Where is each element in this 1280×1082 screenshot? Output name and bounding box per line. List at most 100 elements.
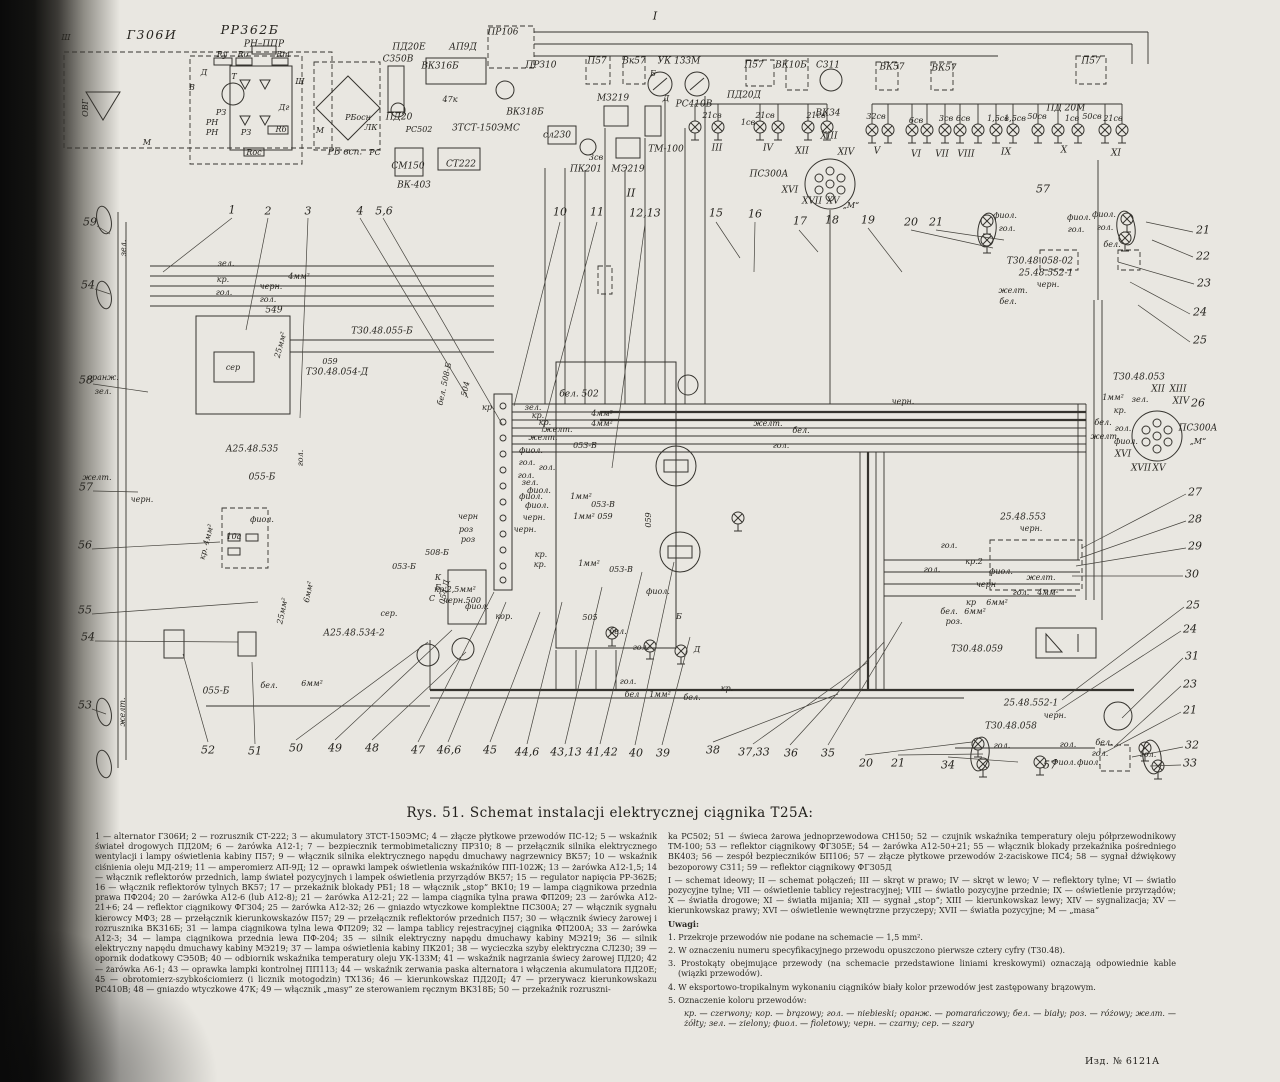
schematic-label: 1мм² bbox=[649, 690, 671, 699]
schematic-label: кр. bbox=[720, 684, 734, 693]
schematic-label: 12,13 bbox=[629, 206, 661, 220]
schematic-label: фиол. bbox=[1067, 213, 1091, 222]
schematic-label: IX bbox=[1001, 147, 1011, 158]
schematic-label: 28 bbox=[1188, 512, 1202, 526]
schematic-label: черн. bbox=[1036, 280, 1060, 289]
schematic-label: 53 bbox=[78, 698, 92, 712]
schematic-label: 41,42 bbox=[586, 745, 618, 759]
component-boxes bbox=[163, 45, 1097, 659]
schematic-label: оранж. bbox=[87, 373, 119, 382]
schematic-label: II bbox=[626, 186, 636, 200]
schematic-label: А25.48.535 bbox=[225, 444, 279, 455]
schematic-label: гол. bbox=[619, 677, 637, 686]
schematic-label: ТМ-100 bbox=[648, 144, 684, 155]
schematic-label: бел. bbox=[999, 297, 1017, 306]
schematic-label: XII bbox=[1151, 384, 1165, 395]
schematic-label: Дг bbox=[278, 103, 290, 112]
schematic-label: РН bbox=[205, 118, 219, 127]
schematic-label: РС bbox=[369, 148, 381, 157]
schematic-label: гол. bbox=[940, 541, 958, 550]
schematic-label: 053-В bbox=[609, 565, 633, 574]
schematic-label: 1св bbox=[1064, 114, 1080, 123]
schematic-label: черн bbox=[457, 512, 479, 521]
note-2: 2. W oznaczeniu numeru specyfikacyjnego … bbox=[668, 945, 1066, 956]
schematic-label: Вк57 bbox=[622, 56, 646, 67]
schematic-label: 3св bbox=[938, 114, 954, 123]
schematic-label: 38 bbox=[706, 743, 720, 757]
schematic-label: фиол. bbox=[1092, 210, 1116, 219]
schematic-label: желт. bbox=[543, 425, 573, 434]
schematic-label: Rб bbox=[275, 125, 287, 134]
schematic-label: XIII bbox=[820, 131, 838, 142]
schematic-label: 57 bbox=[1036, 182, 1050, 196]
schematic-label: 25.48.552-1 bbox=[1018, 268, 1074, 279]
leader-lines bbox=[91, 217, 1195, 767]
schematic-label: гол. bbox=[1096, 223, 1114, 232]
connector-strip-pins bbox=[499, 402, 507, 584]
schematic-label: гол. bbox=[259, 295, 277, 304]
note-3: 3. Prostokąty obejmujące przewody (na sc… bbox=[668, 958, 1176, 979]
schematic-label: 1мм² bbox=[570, 492, 592, 501]
schematic-label: 34 bbox=[941, 758, 955, 772]
schematic-label: М bbox=[315, 126, 325, 135]
schematic-label: 053-Б bbox=[392, 562, 416, 571]
schematic-label: 59 bbox=[83, 215, 97, 229]
legend-column-2: ka РС502; 51 — świeca żarowa jednoprzewo… bbox=[668, 831, 1176, 1031]
schematic-label: ПД20Е bbox=[392, 42, 426, 53]
schematic-label: ПК201 bbox=[570, 164, 602, 175]
schematic-label: ВК57 bbox=[879, 62, 905, 73]
schematic-label: ПС300А bbox=[749, 169, 789, 180]
schematic-label: В bbox=[189, 83, 195, 92]
schematic-label: черн. bbox=[1019, 524, 1043, 533]
schematic-label: РС410В bbox=[675, 99, 713, 110]
schematic-label: Rд bbox=[237, 50, 249, 59]
schematic-label: 47 bbox=[411, 743, 425, 757]
schematic-label: бел. bbox=[1095, 738, 1113, 747]
schematic-label: XI bbox=[1111, 148, 1121, 159]
schematic-label: зел. bbox=[94, 387, 112, 396]
legend-items-1-50: 1 — alternator Г306И; 2 — rozrusznik СТ-… bbox=[95, 831, 657, 995]
schematic-label: кр bbox=[966, 598, 976, 607]
schematic-label: гол. bbox=[517, 471, 535, 480]
schematic-label: МЭ219 bbox=[611, 164, 645, 175]
schematic-label: Rт bbox=[276, 50, 290, 59]
schematic-label: кр bbox=[482, 403, 492, 412]
schematic-label: фиол. bbox=[527, 486, 551, 495]
schematic-label: 1св bbox=[740, 118, 756, 127]
schematic-label: 21 bbox=[1183, 703, 1197, 717]
schematic-label: 49 bbox=[328, 741, 342, 755]
schematic-label: VIII bbox=[957, 149, 975, 160]
dashed-loom-boxes bbox=[63, 25, 1141, 772]
schematic-label: кр. bbox=[216, 275, 230, 284]
schematic-label: желт. bbox=[1090, 432, 1120, 441]
schematic-label: XII bbox=[795, 146, 809, 157]
legend-items-51-59: ka РС502; 51 — świeca żarowa jednoprzewo… bbox=[668, 831, 1176, 872]
schematic-label: черн. bbox=[130, 495, 154, 504]
schematic-label: 30 bbox=[1185, 567, 1199, 581]
schematic-label: 15 bbox=[709, 206, 723, 220]
schematic-label: 22 bbox=[1196, 249, 1210, 263]
schematic-label: фиол. bbox=[1077, 758, 1101, 767]
schematic-label: К bbox=[434, 573, 442, 582]
schematic-label: 35 bbox=[821, 746, 835, 760]
schematic-label: Ry bbox=[216, 50, 228, 59]
schematic-label: гол. bbox=[1139, 750, 1157, 759]
schematic-label: РЗ bbox=[215, 108, 227, 117]
schematic-label: желт. bbox=[82, 473, 112, 482]
schematic-label: XVI bbox=[1114, 449, 1132, 460]
schematic-label: Б bbox=[676, 612, 682, 621]
schematic-label: фиол. bbox=[465, 602, 489, 611]
schematic-label: 46,6 bbox=[436, 743, 462, 757]
notes-title: Uwagi: bbox=[668, 918, 699, 929]
schematic-label: 21 bbox=[891, 756, 905, 770]
schematic-label: 6св bbox=[908, 116, 924, 125]
schematic-label: 4мм² bbox=[1037, 588, 1059, 597]
schematic-label: 3 bbox=[304, 204, 312, 218]
schematic-label: 549 bbox=[265, 305, 283, 316]
schematic-label: 21св bbox=[702, 111, 722, 120]
schematic-label: фиол. bbox=[646, 587, 670, 596]
book-spine bbox=[0, 0, 120, 1082]
schematic-label: VI bbox=[910, 149, 922, 160]
schematic-label: ПД 20М bbox=[1046, 103, 1086, 114]
schematic-label: зел. bbox=[524, 403, 542, 412]
